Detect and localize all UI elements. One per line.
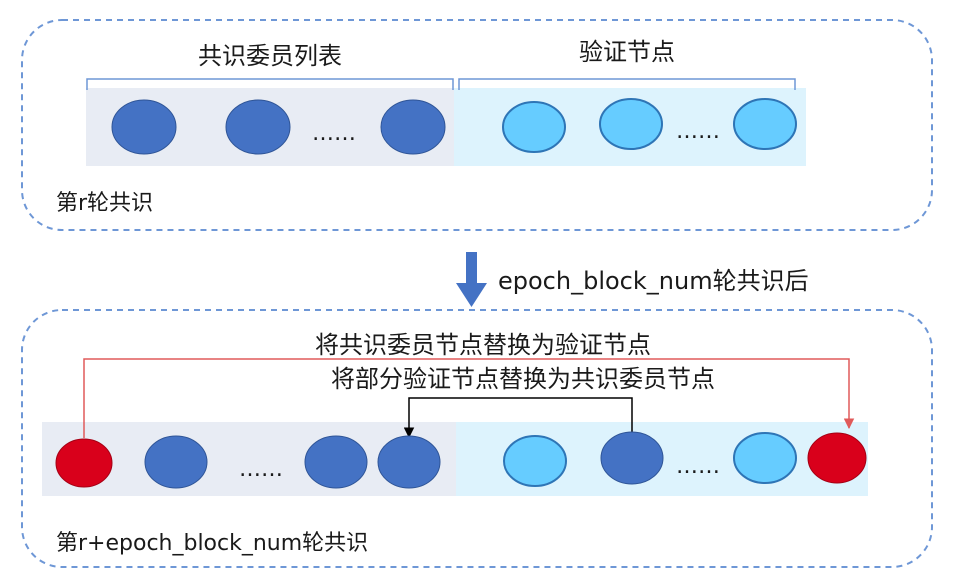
- committee-node: [144, 435, 208, 489]
- committee-node: [380, 99, 446, 155]
- committee-node: [111, 99, 177, 155]
- committee-brace: [86, 78, 454, 90]
- validator-brace: [458, 78, 796, 90]
- round-r-label: 第r轮共识: [56, 191, 153, 216]
- committee-list-label: 共识委员列表: [198, 42, 342, 70]
- validator-node: [502, 101, 566, 153]
- committee-node: [304, 435, 368, 489]
- validator-node: [599, 98, 663, 150]
- round-r-panel-border: [21, 19, 933, 231]
- round-next-label: 第r+epoch_block_num轮共识: [56, 531, 368, 556]
- replaced-validator-node: [807, 432, 867, 484]
- replace-validator-label: 将部分验证节点替换为共识委员节点: [331, 365, 715, 393]
- source-validator-node: [600, 431, 664, 485]
- validator-node: [733, 432, 797, 484]
- committee-ellipsis: ……: [312, 121, 356, 146]
- black-replace-connector: [403, 397, 633, 439]
- validator-node: [733, 98, 797, 150]
- replace-committee-label: 将共识委员节点替换为验证节点: [315, 331, 651, 359]
- down-arrow-icon: [456, 252, 487, 307]
- red-replace-connector: [83, 358, 855, 438]
- validator-nodes-label: 验证节点: [579, 38, 675, 66]
- transition: epoch_block_num轮共识后: [456, 252, 809, 307]
- replaced-committee-node: [55, 438, 113, 488]
- committee-ellipsis: ……: [239, 457, 283, 482]
- round-r-panel: 共识委员列表 验证节点 …… …… 第r轮共识: [21, 19, 933, 231]
- round-next-panel: 将共识委员节点替换为验证节点 将部分验证节点替换为共识委员节点 …… …… 第r…: [21, 309, 933, 568]
- validator-ellipsis: ……: [676, 119, 720, 144]
- round-next-panel-border: [21, 309, 933, 568]
- validator-ellipsis: ……: [676, 454, 720, 479]
- committee-node: [225, 99, 291, 155]
- promoted-committee-node: [377, 435, 441, 489]
- validator-node: [503, 435, 567, 487]
- transition-label: epoch_block_num轮共识后: [498, 267, 809, 295]
